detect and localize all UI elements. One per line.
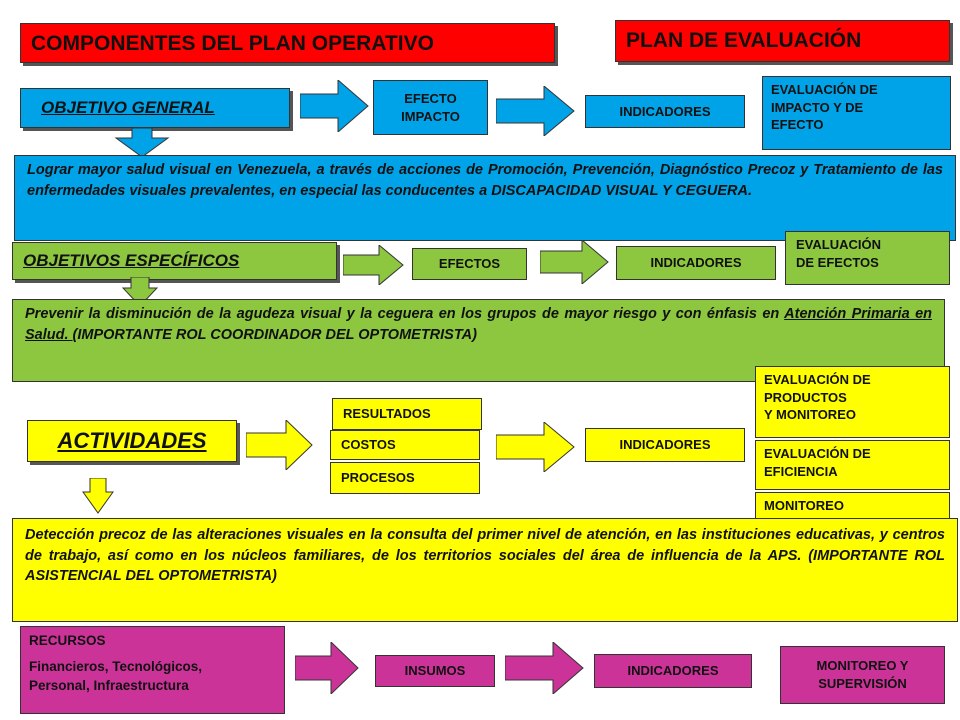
- impact-text: IMPACTO: [401, 108, 460, 124]
- effects-box: EFECTOS: [412, 248, 527, 280]
- supervision-line: SUPERVISIÓN: [818, 676, 907, 691]
- eval-line: Y MONITOREO: [764, 407, 856, 423]
- monitoring-line: MONITOREO Y: [816, 658, 909, 674]
- activities-text: Detección precoz de las alteraciones vis…: [25, 527, 945, 585]
- resources-box: RECURSOS Financieros, Tecnológicos, Pers…: [20, 626, 285, 714]
- impact-effect-evaluation-box: EVALUACIÓN DE IMPACTO Y DE EFECTO: [762, 76, 951, 150]
- arrow-right-icon: [246, 420, 313, 470]
- indicators-text: INDICADORES: [650, 255, 742, 271]
- monitoring-box: MONITOREO: [755, 492, 950, 520]
- arrow-right-icon: [540, 240, 609, 284]
- eval-line: EVALUACIÓN: [796, 237, 881, 252]
- general-objective-label: OBJETIVO GENERAL: [20, 88, 290, 128]
- arrow-down-icon: [114, 128, 170, 158]
- resources-title: RECURSOS: [29, 633, 106, 648]
- arrow-right-icon: [295, 642, 359, 694]
- evaluation-plan-title-text: PLAN DE EVALUACIÓN: [626, 29, 862, 52]
- products-monitoring-evaluation-box: EVALUACIÓN DE PRODUCTOS Y MONITOREO: [755, 366, 950, 438]
- activities-label-text: ACTIVIDADES: [57, 428, 207, 453]
- monitoring-text: MONITOREO: [764, 498, 844, 514]
- eval-line: PRODUCTOS: [764, 389, 847, 405]
- inputs-box: INSUMOS: [375, 655, 495, 687]
- arrow-right-icon: [496, 86, 575, 136]
- specific-objectives-label: OBJETIVOS ESPECÍFICOS: [12, 242, 337, 280]
- eval-line: EVALUACIÓN DE: [764, 446, 871, 461]
- indicators-box-general: INDICADORES: [585, 95, 745, 128]
- processes-text: PROCESOS: [341, 470, 415, 486]
- indicators-box-specific: INDICADORES: [616, 246, 776, 280]
- inputs-text: INSUMOS: [404, 663, 466, 679]
- specific-objectives-description: Prevenir la disminución de la agudeza vi…: [12, 299, 945, 382]
- coordinator-role-text: (IMPORTANTE ROL COORDINADOR DEL OPTOMETR…: [72, 326, 477, 343]
- specific-objectives-text: Prevenir la disminución de la agudeza vi…: [25, 306, 785, 322]
- operational-plan-title-text: COMPONENTES DEL PLAN OPERATIVO: [31, 32, 434, 55]
- primary-care-text: Atención Primaria en Salud.: [25, 306, 932, 343]
- general-objective-text: Lograr mayor salud visual en Venezuela, …: [27, 162, 943, 199]
- operational-plan-title: COMPONENTES DEL PLAN OPERATIVO: [20, 23, 555, 63]
- effect-text: EFECTO: [404, 90, 457, 106]
- arrow-right-icon: [343, 245, 404, 285]
- arrow-right-icon: [300, 80, 369, 132]
- arrow-right-icon: [496, 422, 575, 472]
- results-box: RESULTADOS: [332, 398, 482, 430]
- effects-text: EFECTOS: [438, 256, 501, 272]
- eval-line: IMPACTO Y DE: [771, 99, 864, 115]
- processes-box: PROCESOS: [330, 462, 480, 494]
- eval-line: EVALUACIÓN DE: [764, 372, 871, 387]
- indicators-text: INDICADORES: [619, 437, 711, 453]
- arrow-right-icon: [505, 642, 584, 694]
- indicators-box-resources: INDICADORES: [594, 654, 752, 688]
- resources-line: Personal, Infraestructura: [29, 678, 189, 694]
- effect-impact-box: EFECTO IMPACTO: [373, 80, 488, 135]
- eval-line: EFECTO: [771, 117, 824, 133]
- effects-evaluation-box: EVALUACIÓN DE EFECTOS: [785, 231, 950, 285]
- resources-line: Financieros, Tecnológicos,: [29, 658, 203, 674]
- indicators-text: INDICADORES: [627, 663, 719, 679]
- eval-line: DE EFECTOS: [796, 254, 879, 270]
- indicators-box-activities: INDICADORES: [585, 428, 745, 462]
- arrow-down-icon: [82, 478, 114, 514]
- general-objective-label-text: OBJETIVO GENERAL: [41, 98, 215, 117]
- results-text: RESULTADOS: [343, 406, 431, 422]
- arrow-down-icon: [122, 277, 158, 307]
- eval-line: EFICIENCIA: [764, 463, 838, 479]
- evaluation-plan-title: PLAN DE EVALUACIÓN: [615, 20, 950, 62]
- efficiency-evaluation-box: EVALUACIÓN DE EFICIENCIA: [755, 440, 950, 490]
- costs-box: COSTOS: [330, 430, 480, 460]
- indicators-text: INDICADORES: [619, 103, 711, 119]
- activities-label: ACTIVIDADES: [27, 420, 237, 462]
- monitoring-supervision-box: MONITOREO Y SUPERVISIÓN: [780, 646, 945, 704]
- costs-text: COSTOS: [341, 437, 396, 453]
- general-objective-description: Lograr mayor salud visual en Venezuela, …: [14, 155, 956, 241]
- eval-line: EVALUACIÓN DE: [771, 82, 878, 97]
- activities-description: Detección precoz de las alteraciones vis…: [12, 518, 958, 622]
- specific-objectives-label-text: OBJETIVOS ESPECÍFICOS: [23, 251, 240, 270]
